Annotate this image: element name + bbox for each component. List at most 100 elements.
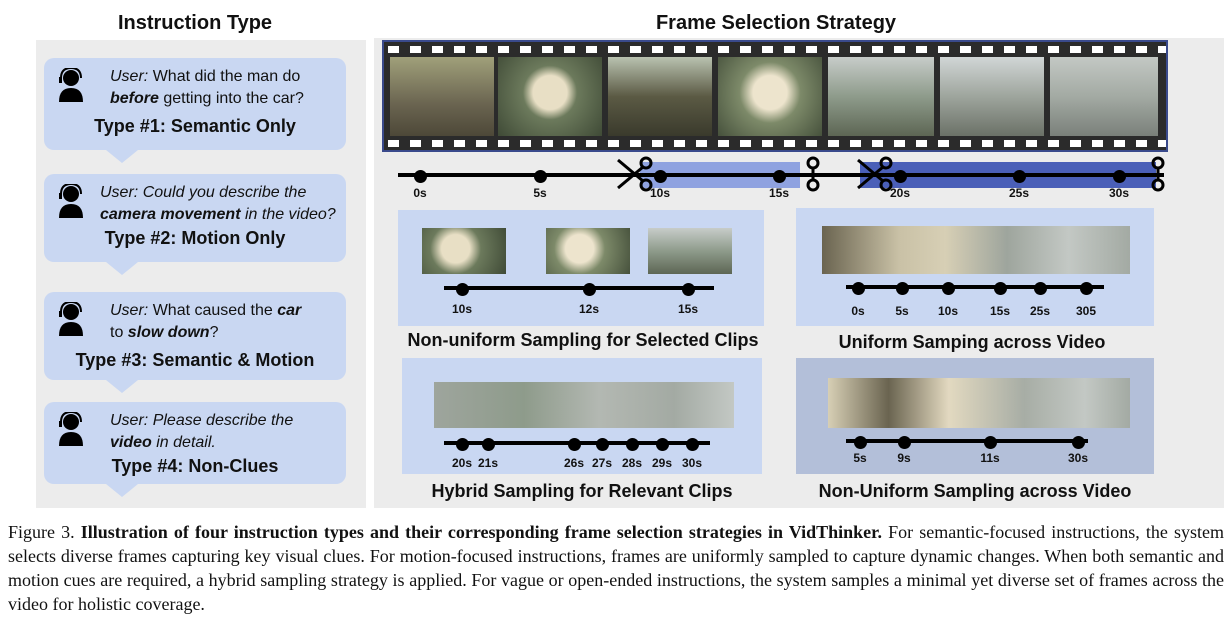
film-hole (938, 46, 949, 53)
video-frame (828, 57, 934, 136)
film-hole (872, 140, 883, 147)
timeline-tick-label: 25s (1008, 186, 1030, 200)
film-hole (1004, 46, 1015, 53)
film-hole (1048, 46, 1059, 53)
instruction-type-label-2: Type #2: Motion Only (104, 228, 286, 248)
film-hole (696, 140, 707, 147)
film-hole (432, 140, 443, 147)
film-hole (564, 140, 575, 147)
film-hole (762, 46, 773, 53)
timeline-tick-label: 15s (677, 302, 699, 316)
film-hole (1070, 46, 1081, 53)
timeline-dot (626, 438, 639, 451)
figure-caption: Figure 3. Illustration of four instructi… (8, 522, 1225, 614)
film-hole (916, 46, 927, 53)
timeline-dot (773, 170, 786, 183)
timeline-dot (894, 170, 907, 183)
film-hole (740, 140, 751, 147)
frame-thumbnail (422, 228, 506, 274)
film-hole (938, 140, 949, 147)
video-frame (608, 57, 712, 136)
timeline-tick-label: 29s (651, 456, 673, 470)
timeline-tick-label: 10s (937, 304, 959, 318)
instruction-bubble-3: User: What caused the car to slow down? … (44, 292, 346, 393)
film-hole (916, 140, 927, 147)
film-hole (608, 46, 619, 53)
timeline-dot (583, 283, 596, 296)
timeline-tick-label: 20s (889, 186, 911, 200)
panel-label-1: Non-uniform Sampling for Selected Clips (407, 330, 759, 350)
film-hole (608, 140, 619, 147)
film-hole (806, 140, 817, 147)
frame-thumbnail-strip (434, 382, 734, 428)
film-hole (388, 46, 399, 53)
film-hole (850, 140, 861, 147)
video-frame (718, 57, 822, 136)
film-hole (1004, 140, 1015, 147)
timeline-tick-label: 12s (578, 302, 600, 316)
panel-label-4: Non-Uniform Sampling across Video (818, 481, 1132, 501)
film-hole (850, 46, 861, 53)
film-hole (872, 46, 883, 53)
sub-timeline-2 (846, 285, 1104, 289)
film-hole (696, 46, 707, 53)
timeline-dot (994, 282, 1007, 295)
film-hole (564, 46, 575, 53)
instruction-bubble-1: User: What did the man do before getting… (44, 58, 346, 163)
timeline-dot (1072, 436, 1085, 449)
film-hole (388, 140, 399, 147)
timeline-tick-label: 10s (649, 186, 671, 200)
timeline-tick-label: 9s (897, 451, 911, 465)
film-hole (432, 46, 443, 53)
timeline-dot (1013, 170, 1026, 183)
film-hole (410, 46, 421, 53)
instruction-question-4: User: Please describe the video in detai… (110, 412, 294, 451)
film-hole (652, 140, 663, 147)
frame-thumbnail (648, 228, 732, 274)
video-frame (498, 57, 602, 136)
film-hole (1092, 140, 1103, 147)
timeline-dot (1080, 282, 1093, 295)
film-hole (476, 46, 487, 53)
timeline-dot (596, 438, 609, 451)
timeline-dot (456, 438, 469, 451)
film-hole (1114, 46, 1125, 53)
film-hole (960, 46, 971, 53)
timeline-tick-label: 30s (1108, 186, 1130, 200)
timeline-tick-label: 15s (768, 186, 790, 200)
timeline-tick-label: 0s (413, 186, 427, 200)
frame-thumbnail-strip (828, 378, 1130, 428)
user-headset-icon (59, 412, 83, 446)
timeline-dot (456, 283, 469, 296)
timeline-tick-label: 0s (851, 304, 865, 318)
film-hole (674, 46, 685, 53)
user-headset-icon (59, 184, 83, 218)
user-headset-icon (59, 302, 83, 336)
film-hole (806, 46, 817, 53)
timeline-dot (534, 170, 547, 183)
timeline-dot (568, 438, 581, 451)
panel-label-3: Hybrid Sampling for Relevant Clips (431, 481, 733, 501)
timeline-dot (896, 282, 909, 295)
timeline-dot (1113, 170, 1126, 183)
film-hole (586, 46, 597, 53)
film-hole (894, 140, 905, 147)
timeline-tick-label: 5s (533, 186, 547, 200)
instruction-question-3: User: What caused the car to slow down? (110, 302, 302, 341)
timeline-dot (1034, 282, 1047, 295)
instruction-bubble-4: User: Please describe the video in detai… (44, 402, 346, 497)
timeline-dot (682, 283, 695, 296)
timeline-tick-label: 10s (451, 302, 473, 316)
timeline-tick-label: 21s (477, 456, 499, 470)
film-hole (718, 46, 729, 53)
film-hole (630, 46, 641, 53)
instruction-bubble-2: User: Could you describe the camera move… (44, 174, 346, 275)
timeline-tick-label: 30s (681, 456, 703, 470)
film-hole (476, 140, 487, 147)
film-hole (1158, 140, 1166, 147)
film-hole (542, 140, 553, 147)
video-filmstrip (382, 40, 1168, 152)
timeline-dot (942, 282, 955, 295)
timeline-dot (482, 438, 495, 451)
user-headset-icon (59, 68, 83, 102)
